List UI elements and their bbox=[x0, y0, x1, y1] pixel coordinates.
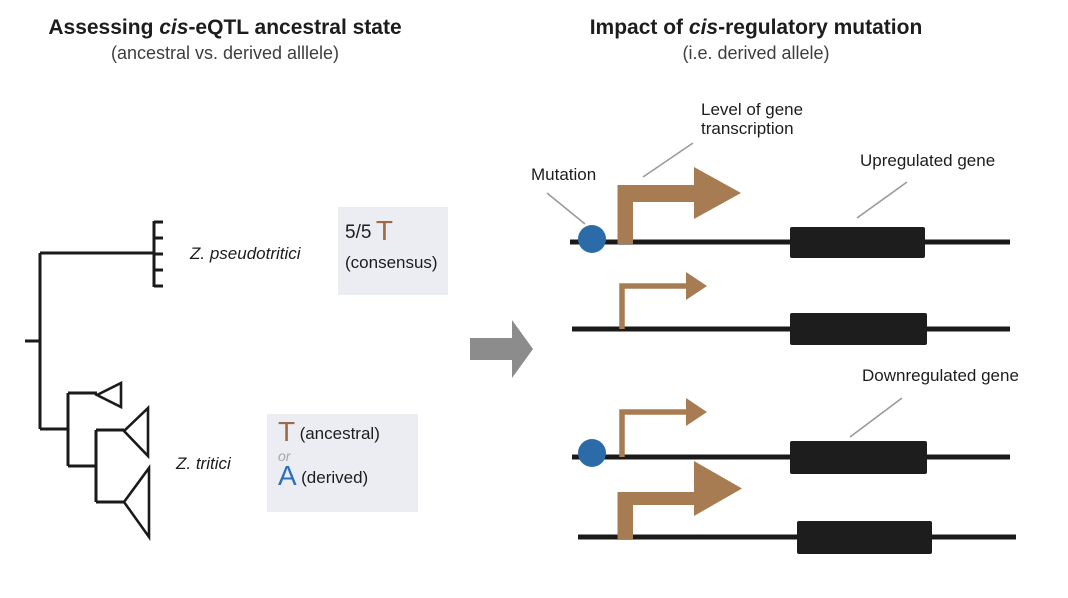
gene-box bbox=[790, 441, 927, 474]
left-panel-subtitle: (ancestral vs. derived alllele) bbox=[110, 43, 340, 63]
derived-allele-label: (derived) bbox=[301, 468, 369, 487]
ancestral-allele-letter: T bbox=[278, 416, 296, 447]
left-title-post: -eQTL ancestral state bbox=[188, 16, 402, 39]
clade-triangle-3 bbox=[122, 464, 151, 542]
gene-row-downregulated bbox=[572, 398, 1010, 474]
consensus-allele-row: 5/5 T bbox=[345, 217, 448, 249]
transcription-level-line1: Level of gene bbox=[701, 100, 804, 119]
downregulated-pointer-line bbox=[849, 397, 903, 438]
mutation-pointer-line bbox=[546, 192, 586, 225]
or-word: or bbox=[278, 448, 291, 464]
gene-box bbox=[790, 227, 925, 258]
phylogenetic-tree bbox=[25, 220, 163, 542]
right-title-cis: cis bbox=[688, 16, 719, 39]
derived-allele-letter: A bbox=[278, 460, 297, 491]
right-title-post: -regulatory mutation bbox=[718, 16, 923, 39]
consensus-caption: (consensus) bbox=[345, 253, 438, 272]
taxon-label-pseudotritici: Z. pseudotritici bbox=[190, 244, 301, 263]
clade-triangle-2 bbox=[122, 404, 150, 460]
left-title-pre: Assessing bbox=[48, 16, 160, 39]
gene-box bbox=[797, 521, 932, 554]
ancestral-allele-label: (ancestral) bbox=[299, 424, 380, 443]
transcription-arrow-large-icon bbox=[617, 167, 741, 244]
gene-row-upregulated bbox=[570, 167, 1010, 258]
transcription-level-line2: transcription bbox=[701, 119, 794, 138]
transcription-arrow-small-icon bbox=[619, 409, 686, 457]
gene-box bbox=[790, 313, 927, 345]
upregulated-gene-label: Upregulated gene bbox=[860, 151, 996, 170]
transcription-level-label: Level of gene transcription bbox=[701, 100, 803, 138]
left-panel-title: Assessing cis-eQTL ancestral state bbox=[28, 16, 422, 40]
taxon-label-tritici: Z. tritici bbox=[176, 454, 231, 473]
flow-arrow-icon bbox=[470, 320, 533, 378]
mutation-label: Mutation bbox=[531, 165, 597, 184]
transcription-arrow-large-icon bbox=[617, 461, 742, 539]
left-panel-header: Assessing cis-eQTL ancestral state (ance… bbox=[28, 16, 422, 64]
transcription-arrowhead-icon bbox=[686, 398, 707, 426]
derived-allele-row: A (derived) bbox=[278, 462, 418, 494]
upregulated-pointer-line bbox=[856, 181, 908, 219]
clade-triangle-1 bbox=[94, 380, 123, 410]
consensus-allele-letter: T bbox=[375, 215, 393, 246]
right-panel-header: Impact of cis-regulatory mutation (i.e. … bbox=[560, 16, 952, 64]
pointer-lines bbox=[546, 142, 908, 438]
downregulated-gene-label: Downregulated gene bbox=[862, 366, 1019, 385]
gene-row-reference-top bbox=[572, 272, 1010, 345]
right-panel-subtitle: (i.e. derived allele) bbox=[682, 43, 830, 63]
left-title-cis: cis bbox=[159, 16, 189, 39]
transcription-arrowhead-icon bbox=[686, 272, 707, 300]
transcription-pointer-line bbox=[642, 142, 694, 178]
ancestral-allele-row: T (ancestral) bbox=[278, 418, 418, 450]
transcription-arrow-small-icon bbox=[619, 283, 686, 329]
allele-state-box: T (ancestral) or A (derived) bbox=[267, 414, 418, 512]
right-panel-title: Impact of cis-regulatory mutation bbox=[560, 16, 952, 40]
consensus-fraction: 5/5 bbox=[345, 222, 372, 243]
consensus-box: 5/5 T (consensus) bbox=[338, 207, 448, 295]
right-title-pre: Impact of bbox=[589, 16, 689, 39]
mutation-dot-icon bbox=[578, 439, 606, 467]
mutation-dot-icon bbox=[578, 225, 606, 253]
consensus-comb bbox=[152, 220, 163, 288]
gene-row-reference-bottom bbox=[578, 461, 1016, 554]
